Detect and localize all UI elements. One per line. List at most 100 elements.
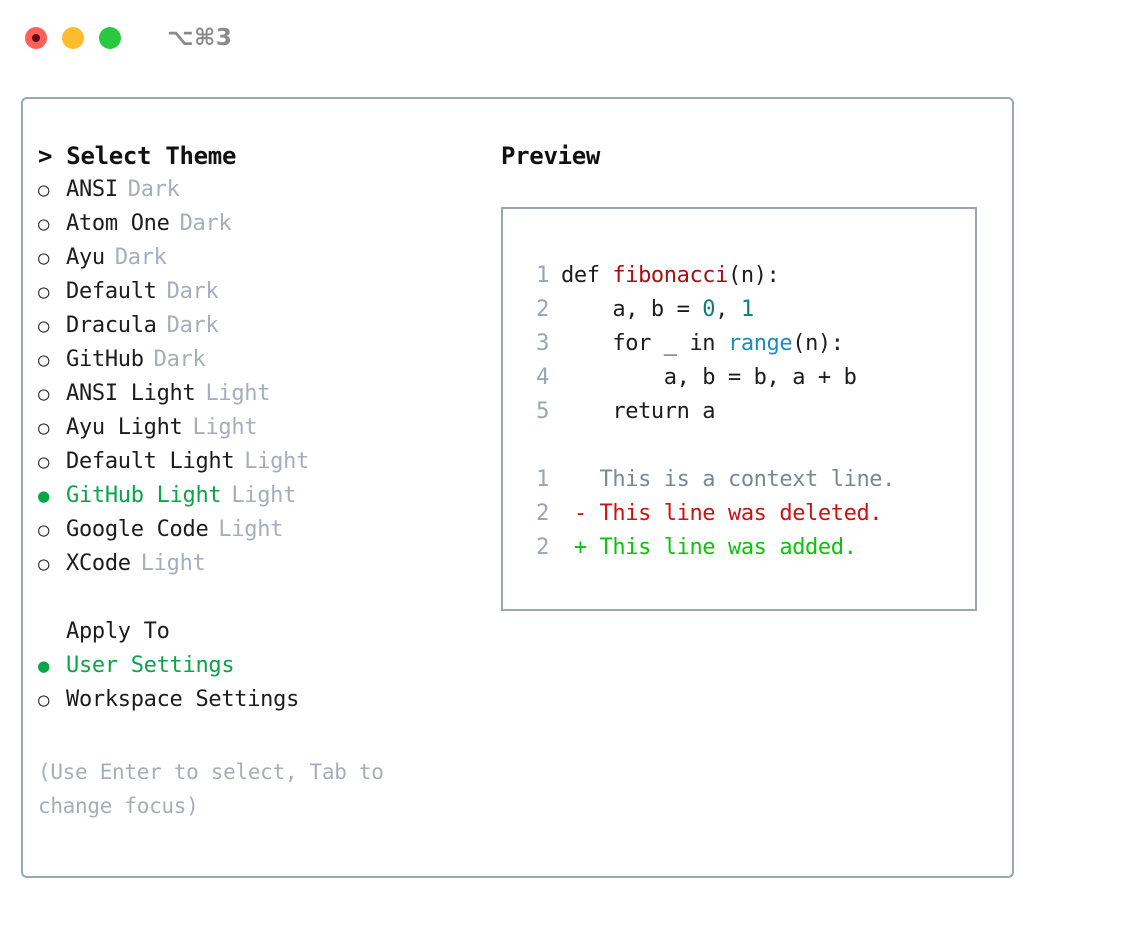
- keyboard-shortcut-label: ⌥⌘3: [167, 25, 233, 51]
- code-token-function: fibonacci: [612, 263, 728, 288]
- code-token: ,: [715, 297, 741, 322]
- radio-unselected-icon: ○: [38, 553, 50, 575]
- theme-variant-tag: Dark: [114, 245, 167, 270]
- theme-variant-tag: Light: [231, 483, 297, 508]
- theme-variant-tag: Dark: [127, 177, 180, 202]
- diff-sample: 1 This is a context line.2 - This line w…: [523, 463, 975, 565]
- radio-selected-icon: ●: [38, 655, 50, 677]
- radio-unselected-icon: ○: [38, 383, 50, 405]
- theme-option-row[interactable]: ○ GitHub Dark: [38, 343, 478, 377]
- radio-unselected-icon: ○: [38, 349, 50, 371]
- theme-option-row[interactable]: ○ XCode Light: [38, 547, 478, 581]
- code-token-number: 0: [702, 297, 716, 322]
- code-line: 3 for _ in range(n):: [523, 327, 975, 361]
- radio-unselected-icon: ○: [38, 213, 50, 235]
- close-button[interactable]: [25, 27, 47, 49]
- code-token-number: 1: [740, 297, 754, 322]
- code-line-number: 4: [536, 365, 549, 390]
- code-line: 1 def fibonacci(n):: [523, 259, 975, 293]
- theme-variant-tag: Dark: [166, 313, 219, 338]
- theme-option-label: GitHub: [66, 347, 144, 372]
- minimize-button[interactable]: [62, 27, 84, 49]
- theme-variant-tag: Dark: [166, 279, 219, 304]
- diff-line: 1 This is a context line.: [523, 463, 975, 497]
- code-token: return a: [561, 399, 716, 424]
- radio-unselected-icon: ○: [38, 451, 50, 473]
- theme-option-row[interactable]: ○ Atom One Dark: [38, 207, 478, 241]
- diff-line-text: + This line was added.: [561, 535, 857, 560]
- code-line: 4 a, b = b, a + b: [523, 361, 975, 395]
- diff-line: 2 + This line was added.: [523, 531, 975, 565]
- code-token: a, b =: [561, 297, 703, 322]
- theme-variant-tag: Light: [140, 551, 206, 576]
- radio-unselected-icon: ○: [38, 179, 50, 201]
- apply-to-options[interactable]: ● User Settings ○Workspace Settings: [38, 649, 478, 717]
- theme-option-row[interactable]: ○ ANSI Dark: [38, 173, 478, 207]
- theme-option-label: ANSI Light: [66, 381, 196, 406]
- code-line-number: 1: [536, 263, 549, 288]
- diff-line-text: This is a context line.: [561, 467, 896, 492]
- code-line-number: 3: [536, 331, 549, 356]
- title-bar: ⌥⌘3: [0, 0, 1140, 76]
- code-token: (n):: [728, 263, 780, 288]
- diff-line-number: 2: [536, 535, 549, 560]
- theme-variant-tag: Dark: [179, 211, 232, 236]
- code-line-number: 5: [536, 399, 549, 424]
- theme-option-row[interactable]: ○ Dracula Dark: [38, 309, 478, 343]
- theme-option-label: GitHub Light: [66, 483, 222, 508]
- theme-option-row[interactable]: ○ Google Code Light: [38, 513, 478, 547]
- code-token: def: [561, 263, 613, 288]
- code-token-call: range: [728, 331, 793, 356]
- theme-option-label: Dracula: [66, 313, 157, 338]
- diff-line-number: 2: [536, 501, 549, 526]
- select-theme-heading: > Select Theme: [38, 142, 237, 170]
- theme-variant-tag: Light: [244, 449, 310, 474]
- apply-to-option-row[interactable]: ● User Settings: [38, 649, 478, 683]
- theme-option-label: Atom One: [66, 211, 170, 236]
- theme-option-label: Ayu Light: [66, 415, 183, 440]
- diff-line-text: - This line was deleted.: [561, 501, 883, 526]
- theme-variant-tag: Light: [218, 517, 284, 542]
- apply-to-option-row[interactable]: ○Workspace Settings: [38, 683, 478, 717]
- theme-option-row[interactable]: ○ Default Light Light: [38, 445, 478, 479]
- apply-to-option-label: Workspace Settings: [66, 687, 300, 712]
- code-line: 5 return a: [523, 395, 975, 429]
- radio-unselected-icon: ○: [38, 519, 50, 541]
- diff-line: 2 - This line was deleted.: [523, 497, 975, 531]
- code-line-number: 2: [536, 297, 549, 322]
- theme-option-label: XCode: [66, 551, 131, 576]
- theme-variant-tag: Dark: [153, 347, 206, 372]
- window-controls: [25, 27, 121, 49]
- radio-unselected-icon: ○: [38, 281, 50, 303]
- apply-to-label: Apply To: [66, 619, 170, 644]
- theme-option-label: ANSI: [66, 177, 118, 202]
- theme-option-label: Google Code: [66, 517, 209, 542]
- apply-to-option-label: User Settings: [66, 653, 235, 678]
- theme-option-label: Ayu: [66, 245, 105, 270]
- close-icon: [32, 34, 40, 42]
- apply-to-section: Apply To ● User Settings ○Workspace Settin…: [38, 615, 478, 717]
- code-token: a, b = b, a + b: [561, 365, 857, 390]
- zoom-button[interactable]: [99, 27, 121, 49]
- radio-unselected-icon: ○: [38, 417, 50, 439]
- spacer: [523, 429, 975, 463]
- diff-line-number: 1: [536, 467, 549, 492]
- code-token: for _ in: [561, 331, 728, 356]
- code-line: 2 a, b = 0, 1: [523, 293, 975, 327]
- theme-option-row[interactable]: ○ Ayu Dark: [38, 241, 478, 275]
- code-token: (n):: [792, 331, 844, 356]
- radio-unselected-icon: ○: [38, 315, 50, 337]
- theme-option-label: Default Light: [66, 449, 235, 474]
- radio-unselected-icon: ○: [38, 247, 50, 269]
